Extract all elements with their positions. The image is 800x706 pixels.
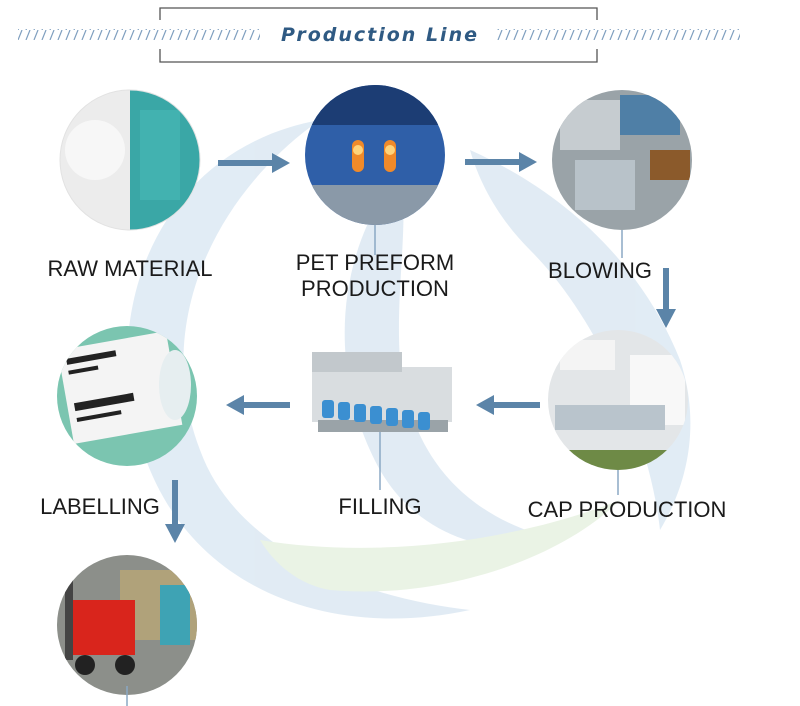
page-title: Production Line <box>281 24 479 46</box>
step-label-raw-material: RAW MATERIAL <box>47 256 213 281</box>
step-label-labelling: LABELLING <box>40 494 160 519</box>
stripe-band-right <box>495 29 740 40</box>
step-label-filling: FILLING <box>338 494 422 519</box>
forklift-image <box>57 555 197 695</box>
labelling-image <box>57 326 197 466</box>
stripe-band-left <box>18 29 260 40</box>
step-label-pet-preform-line1: PET PREFORM <box>295 250 455 275</box>
title-frame <box>159 7 598 63</box>
pet-preform-image <box>305 85 445 225</box>
blowing-image <box>552 90 692 230</box>
step-label-cap-production: CAP PRODUCTION <box>527 497 727 522</box>
connector-lines <box>126 225 623 706</box>
arrow-icon <box>165 152 676 543</box>
cap-production-image <box>548 330 688 470</box>
filling-machine-image <box>312 352 452 432</box>
step-label-pet-preform: PET PREFORM PRODUCTION <box>280 250 470 302</box>
raw-material-image <box>60 90 200 230</box>
step-label-blowing: BLOWING <box>548 258 652 283</box>
step-label-pet-preform-line2: PRODUCTION <box>301 276 449 301</box>
